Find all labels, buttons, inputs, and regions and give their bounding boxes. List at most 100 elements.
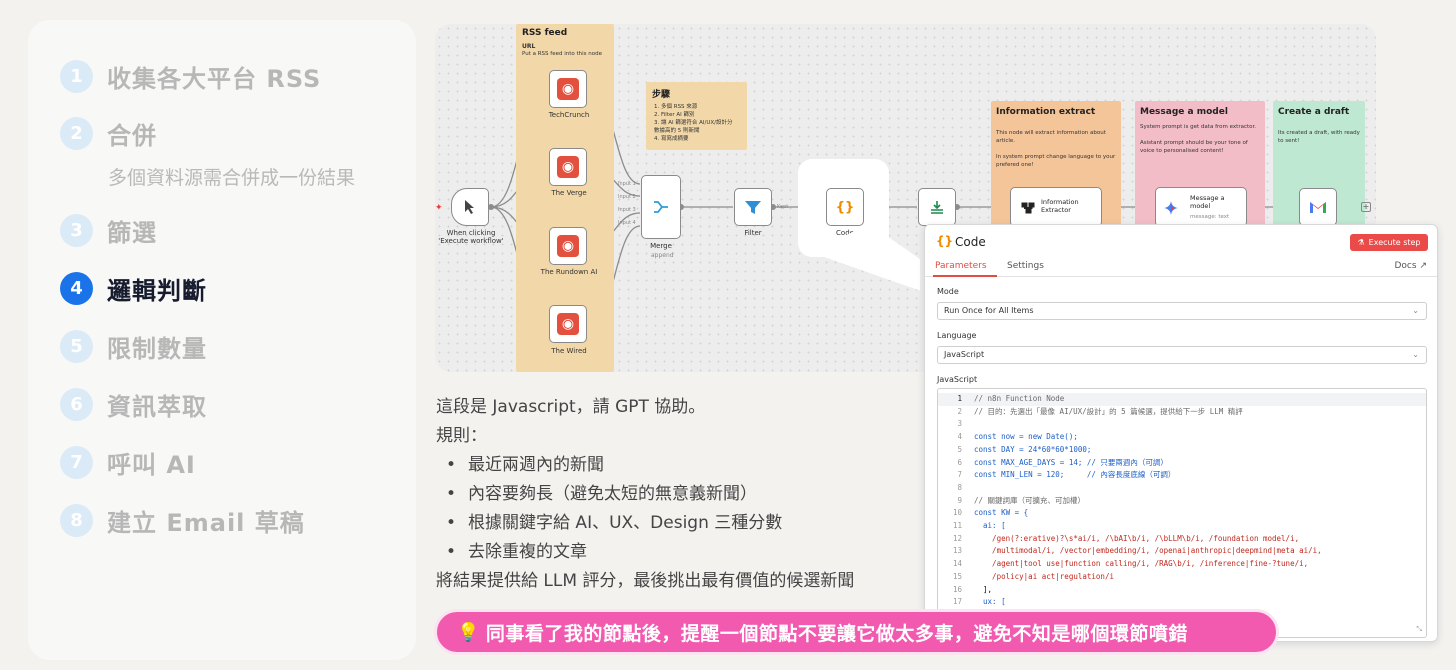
- sticky-line: 4. 寫寫成摘要: [654, 136, 689, 142]
- explanation-text: 這段是 Javascript，請 GPT 協助。 規則： 最近兩週內的新聞 內容…: [436, 393, 854, 596]
- filter-kept-label: Kept: [777, 204, 789, 210]
- sticky-title: RSS feed: [522, 28, 568, 38]
- rss-node-wired[interactable]: ◉: [549, 305, 587, 343]
- docs-link[interactable]: Docs ↗: [1395, 261, 1428, 271]
- line-number: 9: [957, 495, 962, 505]
- line-number: 8: [957, 482, 962, 492]
- workflow-canvas[interactable]: RSS feed URL Put a RSS feed into this no…: [435, 24, 1376, 372]
- mode-select[interactable]: Run Once for All Items ⌄: [937, 302, 1427, 320]
- merge-node[interactable]: [641, 175, 681, 239]
- sticky-title: Message a model: [1140, 107, 1228, 117]
- step-1: 1 收集各大平台 RSS: [60, 59, 321, 94]
- rss-node-verge[interactable]: ◉: [549, 148, 587, 186]
- code-editor-label: JavaScript: [937, 375, 978, 384]
- steps-panel: 1 收集各大平台 RSS 2 合併 多個資料源需合併成一份結果 3 篩選 4 邏…: [28, 20, 416, 660]
- rss-icon: ◉: [557, 313, 579, 335]
- line-number: 1: [957, 394, 962, 403]
- rules-label: 規則：: [436, 426, 487, 446]
- code-text: /agent|tool use|function calling/i, /RAG…: [974, 559, 1309, 569]
- code-line: 9// 關鍵詞庫（可擴充、可加權）: [938, 495, 1426, 508]
- code-line: 17 ux: [: [938, 596, 1426, 609]
- sticky-line: Asistant prompt should be your tone of: [1140, 140, 1248, 146]
- step-label: 建立 Email 草稿: [107, 509, 305, 537]
- step-number: 6: [60, 388, 93, 421]
- line-number: 13: [952, 546, 962, 556]
- node-label: The Rundown AI: [540, 268, 598, 276]
- sticky-line: This node will extract information about: [996, 130, 1106, 136]
- node-label: Information Extractor: [1041, 198, 1079, 214]
- node-label: TechCrunch: [548, 111, 590, 119]
- step-number: 4: [60, 272, 93, 305]
- filter-node[interactable]: [734, 188, 772, 226]
- merge-input-label: Input 3: [618, 207, 636, 213]
- step-label: 篩選: [107, 219, 157, 247]
- gmail-node[interactable]: [1299, 188, 1337, 226]
- mode-value: Run Once for All Items: [944, 306, 1034, 315]
- code-text: ux: [: [974, 597, 1006, 607]
- rss-icon: ◉: [557, 78, 579, 100]
- line-number: 6: [957, 457, 962, 467]
- line-number: 12: [952, 533, 962, 543]
- node-label: The Wired: [551, 347, 587, 355]
- rss-icon: ◉: [557, 235, 579, 257]
- step-2: 2 合併: [60, 116, 157, 151]
- merge-icon: [654, 201, 668, 213]
- sticky-line: 數據高的 5 則新聞: [654, 128, 700, 134]
- gemini-icon: [1164, 201, 1178, 215]
- rss-node-rundown[interactable]: ◉: [549, 227, 587, 265]
- code-text: const DAY = 24*60*60*1000;: [974, 444, 1092, 454]
- step-7: 7 呼叫 AI: [60, 445, 196, 480]
- step-label: 限制數量: [107, 335, 207, 363]
- limit-node[interactable]: [918, 188, 956, 226]
- execute-step-button[interactable]: ⚗ Execute step: [1350, 234, 1428, 251]
- sticky-line: prefered one!: [996, 162, 1034, 168]
- node-sublabel: message: text: [1190, 214, 1230, 220]
- add-node-icon[interactable]: +: [1361, 202, 1371, 212]
- code-text: const KW = {: [974, 508, 1029, 518]
- chevron-down-icon: ⌄: [1412, 350, 1419, 359]
- sticky-line: 3. 讓 AI 篩選符合 AI/UX/設計分: [654, 120, 733, 126]
- code-node-panel: {} Code ⚗ Execute step Parameters Settin…: [924, 224, 1438, 642]
- code-line: 6 const MAX_AGE_DAYS = 14; // 只要兩週內（可調）: [938, 457, 1426, 470]
- rss-icon: ◉: [557, 156, 579, 178]
- limit-icon: [931, 201, 943, 214]
- tab-settings[interactable]: Settings: [1007, 261, 1044, 271]
- line-number: 17: [952, 597, 962, 607]
- intro-text: 這段是 Javascript，請 GPT 協助。: [436, 397, 706, 417]
- step-label: 合併: [107, 122, 157, 150]
- line-number: 16: [952, 584, 962, 594]
- node-label: Merge: [650, 242, 672, 250]
- node-label: Filter: [744, 229, 762, 237]
- node-label: Message a model: [1190, 194, 1225, 210]
- step-label: 呼叫 AI: [107, 451, 196, 479]
- language-select[interactable]: JavaScript ⌄: [937, 346, 1427, 364]
- sticky-url-desc: Put a RSS feed into this node: [522, 51, 603, 57]
- code-text: const MIN_LEN = 120; // 內容長度底線（可調）: [974, 470, 1176, 480]
- external-link-icon: ↗: [1419, 261, 1427, 271]
- rss-node-techcrunch[interactable]: ◉: [549, 70, 587, 108]
- docs-label: Docs: [1394, 261, 1417, 271]
- code-node[interactable]: {}: [826, 188, 864, 226]
- code-line: 7 const MIN_LEN = 120; // 內容長度底線（可調）: [938, 469, 1426, 482]
- code-text: const MAX_AGE_DAYS = 14; // 只要兩週內（可調）: [974, 457, 1168, 467]
- step-3: 3 篩選: [60, 213, 157, 248]
- extractor-node[interactable]: Information Extractor: [1010, 187, 1102, 227]
- code-braces-icon: {}: [835, 199, 855, 215]
- step-number: 2: [60, 117, 93, 150]
- code-text: ],: [974, 584, 993, 594]
- resize-handle-icon[interactable]: ⤡: [1416, 625, 1422, 633]
- tab-parameters[interactable]: Parameters: [935, 261, 987, 271]
- code-text: // 目的：先選出「最像 AI/UX/設計」的 5 篇候選，提供給下一步 LLM…: [974, 406, 1243, 416]
- code-line: 11 ai: [: [938, 520, 1426, 533]
- line-number: 3: [957, 419, 962, 429]
- message-model-node[interactable]: Message a model message: text: [1155, 187, 1247, 227]
- sticky-line: System prompt is get data from extractor…: [1140, 124, 1256, 130]
- trigger-node[interactable]: [451, 188, 489, 226]
- line-number: 7: [957, 470, 962, 480]
- step-number: 7: [60, 446, 93, 479]
- code-text: const now = new Date();: [974, 432, 1078, 442]
- outro-text: 將結果提供給 LLM 評分，最後挑出最有價值的候選新聞: [436, 571, 855, 591]
- panel-title: Code: [955, 235, 986, 249]
